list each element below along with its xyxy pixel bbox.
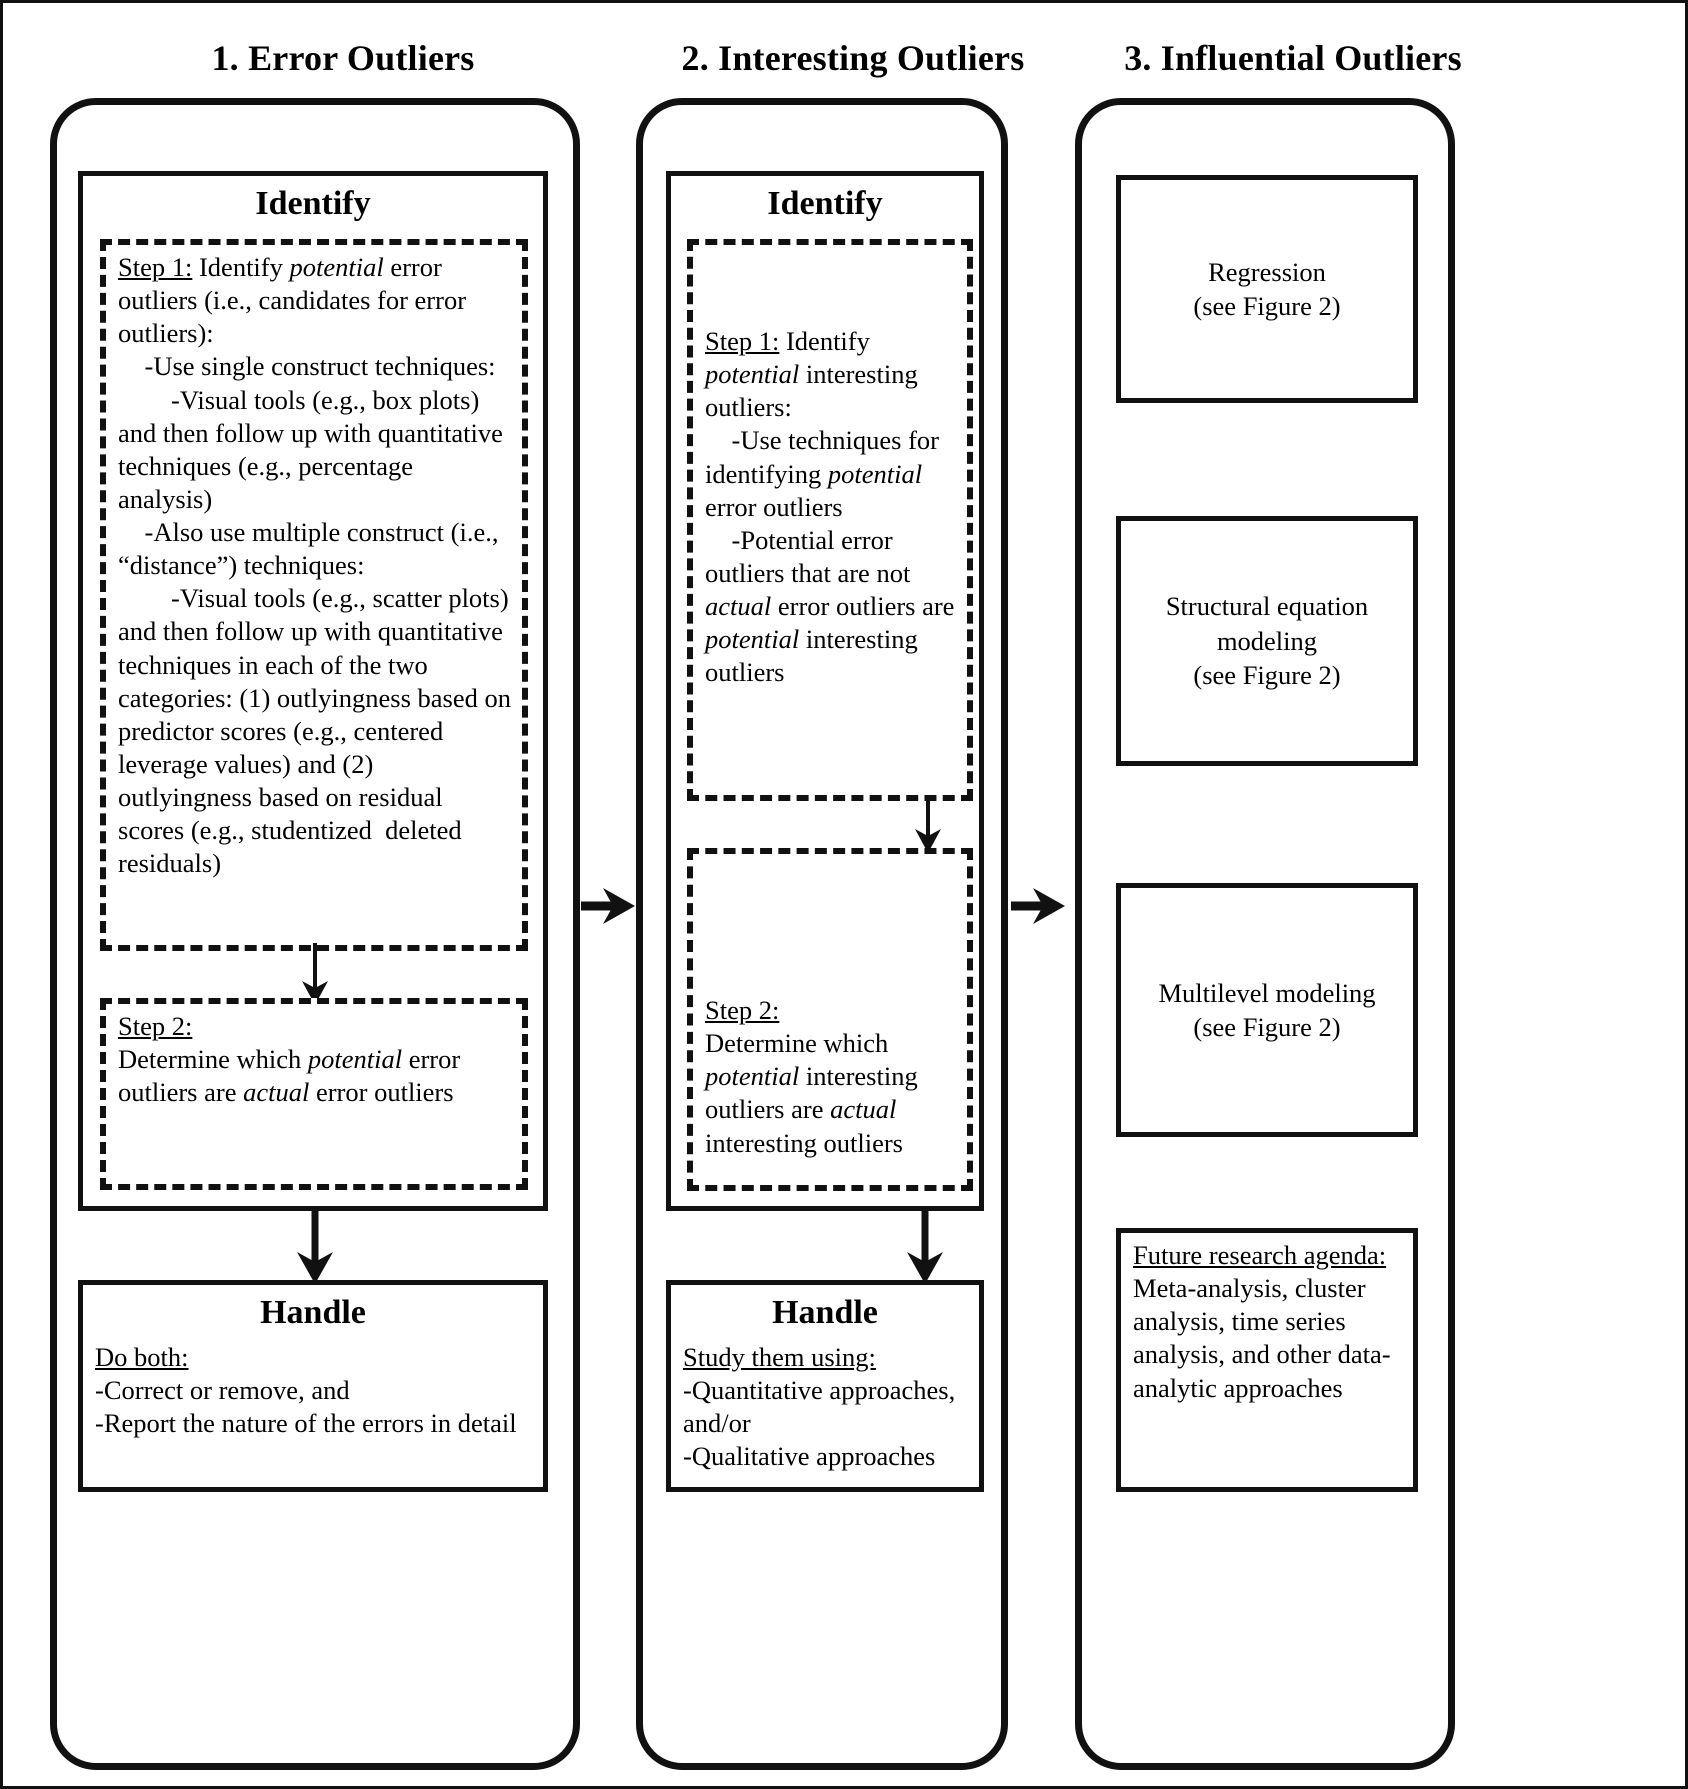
column-title-interesting-outliers: 2. Interesting Outliers [681, 38, 1025, 78]
influential-box-regression-text: Regression (see Figure 2) [1193, 256, 1341, 321]
handle-lead-interesting: Study them using: [683, 1341, 876, 1372]
handle-body-error: -Correct or remove, and -Report the natu… [95, 1374, 517, 1438]
column-title-influential-outliers: 3. Influential Outliers [1124, 38, 1462, 78]
influential-box-sem-text: Structural equation modeling (see Figure… [1165, 591, 1369, 691]
step1-body-interesting: Identify potential interesting outliers:… [705, 326, 962, 688]
handle-text-interesting: Study them using: -Quantitative approach… [671, 1335, 979, 1478]
step2-label-error: Step 2: [118, 1011, 193, 1041]
arrow-step1-to-step2-interesting [915, 795, 941, 853]
future-research-lead: Future research agenda: [1133, 1240, 1387, 1270]
handle-section-interesting: Handle Study them using: -Quantitative a… [666, 1280, 984, 1492]
arrow-identify-to-handle-interesting [907, 1208, 943, 1284]
step2-body-interesting: Determine which potential interesting ou… [705, 1028, 925, 1158]
handle-section-error: Handle Do both: -Correct or remove, and … [78, 1280, 548, 1492]
step1-box-interesting: Step 1: Identify potential interesting o… [687, 239, 973, 801]
handle-heading-error: Handle [260, 1294, 366, 1331]
arrow-stage2-to-stage3 [1011, 888, 1065, 924]
step2-body-error: Determine which potential error outliers… [118, 1044, 467, 1108]
future-research-body: Meta-analysis, cluster analysis, time se… [1133, 1273, 1391, 1403]
arrow-step1-to-step2-error [302, 943, 328, 1005]
handle-text-error: Do both: -Correct or remove, and -Report… [83, 1335, 543, 1444]
influential-box-multilevel: Multilevel modeling (see Figure 2) [1116, 883, 1418, 1137]
step1-box-error: Step 1: Identify potential error outlier… [100, 239, 528, 951]
handle-body-interesting: -Quantitative approaches, and/or -Qualit… [683, 1374, 956, 1472]
arrow-stage1-to-stage2 [581, 888, 635, 924]
influential-box-multilevel-text: Multilevel modeling (see Figure 2) [1158, 977, 1376, 1042]
step1-body-error: Identify potential error outliers (i.e.,… [118, 252, 511, 879]
influential-box-regression: Regression (see Figure 2) [1116, 175, 1418, 403]
handle-heading-interesting: Handle [772, 1294, 878, 1331]
step1-text-error: Step 1: Identify potential error outlier… [106, 245, 522, 884]
identify-heading-interesting: Identify [767, 185, 883, 222]
identify-heading-error: Identify [255, 185, 371, 222]
step2-text-error: Step 2: Determine which potential error … [106, 1004, 522, 1113]
future-research-agenda-box: Future research agenda: Meta-analysis, c… [1116, 1228, 1418, 1492]
step1-text-interesting: Step 1: Identify potential interesting o… [693, 245, 967, 693]
arrow-identify-to-handle-error [297, 1208, 333, 1284]
step2-box-interesting: Step 2: Determine which potential intere… [687, 848, 973, 1191]
influential-box-sem: Structural equation modeling (see Figure… [1116, 516, 1418, 766]
step2-label-interesting: Step 2: [705, 995, 780, 1025]
column-title-error-outliers: 1. Error Outliers [211, 38, 475, 78]
step1-label-error: Step 1: [118, 252, 193, 282]
future-research-text: Future research agenda: Meta-analysis, c… [1121, 1233, 1413, 1409]
step1-label-interesting: Step 1: [705, 326, 780, 356]
handle-lead-error: Do both: [95, 1341, 189, 1372]
step2-text-interesting: Step 2: Determine which potential intere… [693, 854, 967, 1164]
step2-box-error: Step 2: Determine which potential error … [100, 998, 528, 1190]
